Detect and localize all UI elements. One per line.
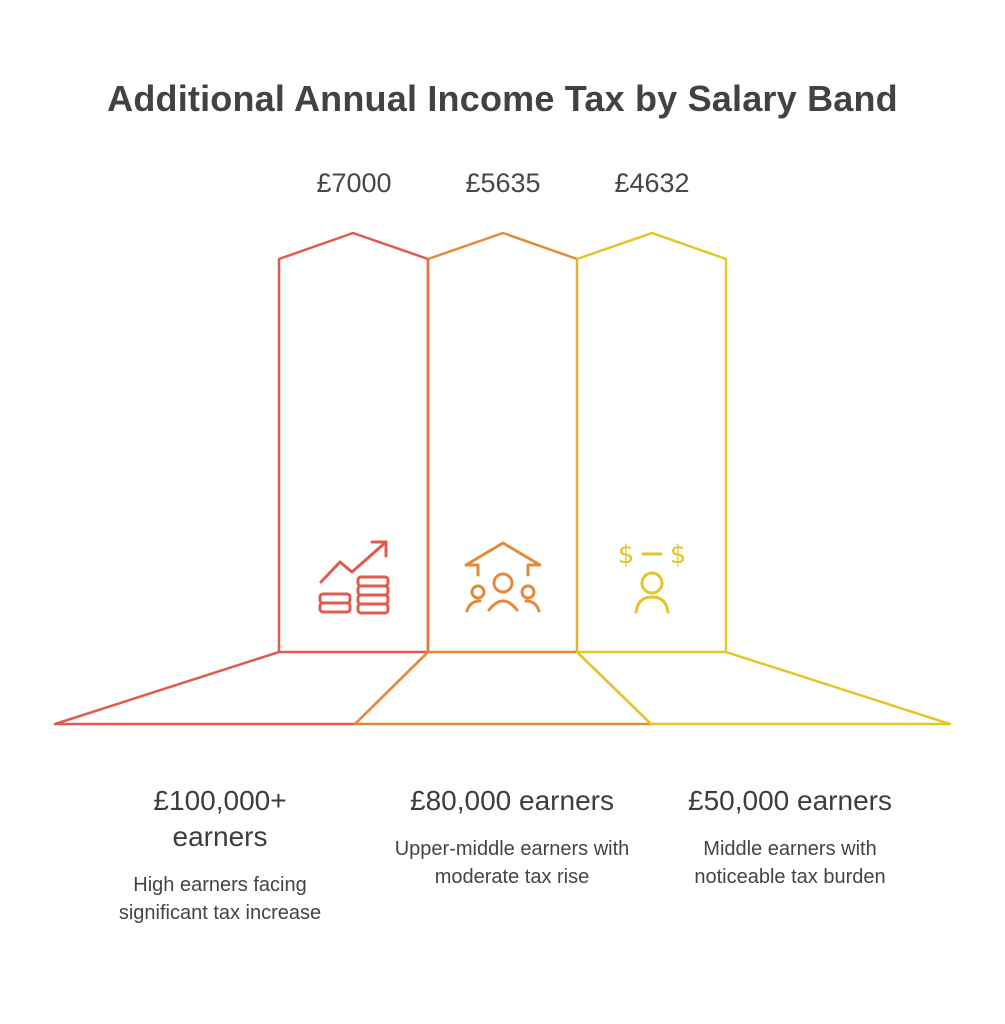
svg-text:$: $	[618, 540, 635, 570]
band-desc-80k: Upper-middle earners with moderate tax r…	[394, 838, 630, 888]
band-label-80k: £80,000 earners	[410, 785, 614, 816]
band-value-100k: £7000	[316, 168, 392, 198]
band-value-50k: £4632	[614, 168, 690, 198]
person-dollar-icon: $ $	[618, 540, 687, 614]
money-growth-icon	[318, 540, 390, 615]
base-right	[575, 650, 952, 726]
base-middle	[353, 650, 653, 726]
svg-text:$: $	[670, 540, 687, 570]
group-up-arrow-icon	[464, 541, 542, 613]
band-80k: £80,000 earners Upper-middle earners wit…	[362, 783, 662, 891]
band-100k: £100,000+ earners High earners facing si…	[70, 783, 370, 927]
band-label-50k: £50,000 earners	[688, 785, 892, 816]
column-50k	[576, 231, 728, 652]
band-label-100k: £100,000+ earners	[153, 785, 287, 852]
base-left	[53, 650, 430, 726]
band-desc-50k: Middle earners with noticeable tax burde…	[694, 838, 886, 888]
band-value-80k: £5635	[465, 168, 541, 198]
column-80k	[427, 231, 578, 261]
column-100k	[277, 231, 430, 652]
page-title: Additional Annual Income Tax by Salary B…	[107, 78, 898, 119]
band-desc-100k: High earners facing significant tax incr…	[118, 874, 322, 924]
band-50k: £50,000 earners Middle earners with noti…	[640, 783, 940, 891]
